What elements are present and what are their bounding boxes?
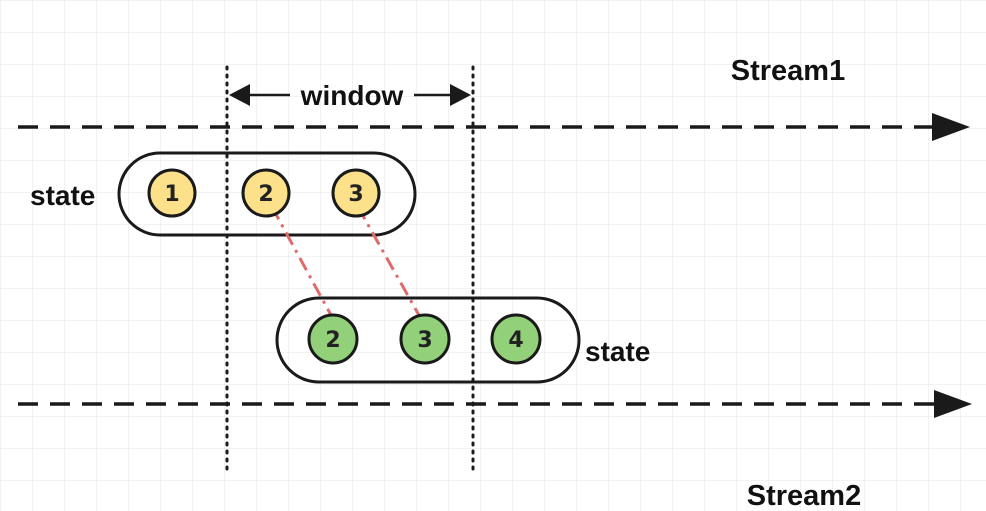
stream2-event-label: 3 (417, 328, 432, 353)
stream1-event-label: 3 (348, 182, 363, 207)
stream2-event-label: 4 (508, 328, 523, 353)
stream2-event-node (490, 313, 542, 365)
stream1-event-node (241, 168, 291, 218)
stream1-event-node (331, 168, 381, 218)
join-link-3 (356, 206, 422, 318)
state-container-top (117, 151, 417, 237)
window-label: window (300, 80, 404, 111)
stream2-event-node (399, 313, 451, 365)
stream1-event-node (147, 168, 197, 218)
join-link-2 (270, 206, 334, 318)
stream1-event-label: 1 (164, 182, 179, 207)
stream1-arrowhead (932, 113, 970, 141)
state-label-bottom: state (585, 336, 650, 367)
state-container-bottom (275, 296, 581, 384)
stream2-label: Stream2 (747, 480, 861, 511)
window-arrow-left-head (229, 84, 250, 106)
stream1-label: Stream1 (731, 55, 845, 87)
stream2-event-node (307, 313, 359, 365)
stream2-arrowhead (934, 390, 972, 418)
stream2-event-label: 2 (325, 328, 340, 353)
window-arrow-right-head (450, 84, 471, 106)
stream1-event-label: 2 (258, 182, 273, 207)
state-label-top: state (30, 180, 95, 211)
